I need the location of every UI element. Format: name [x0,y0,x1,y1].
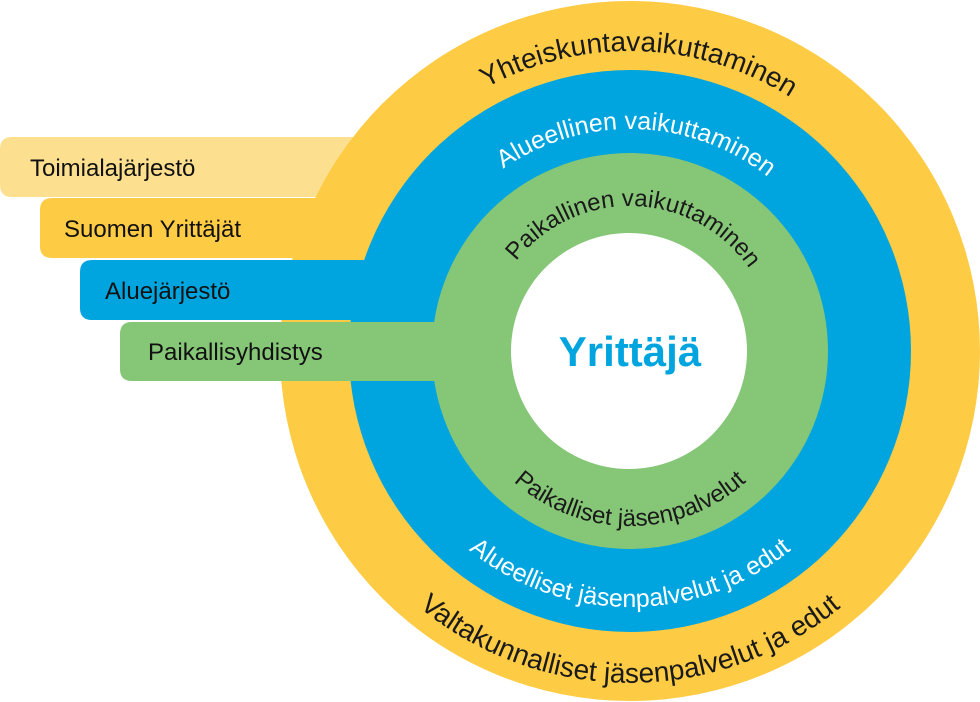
bar-label-suomen-yrittajat: Suomen Yrittäjät [64,216,241,243]
bar-label-paikallisyhdistys: Paikallisyhdistys [148,339,323,366]
center-circle [511,233,747,469]
center-label: Yrittäjä [559,328,702,375]
bar-label-toimialajarjesto: Toimialajärjestö [30,155,195,182]
bar-label-aluejarjesto: Aluejärjestö [105,278,230,305]
